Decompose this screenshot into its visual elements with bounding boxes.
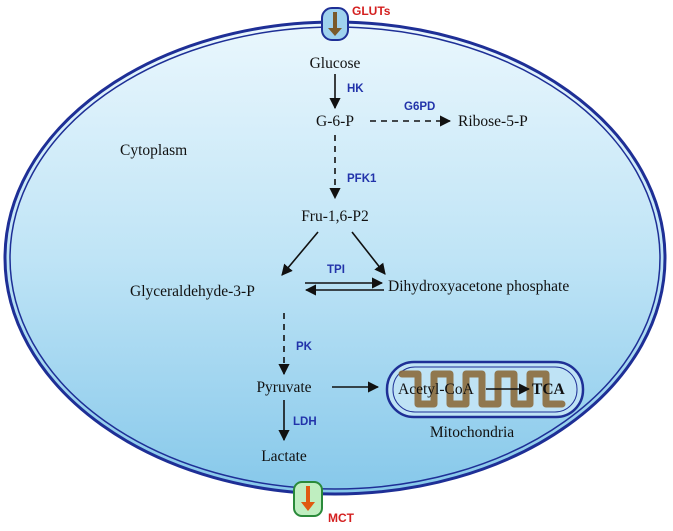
pk-enzyme-label: PK [296,341,313,353]
ribose5p-label: Ribose-5-P [458,113,528,130]
tpi-enzyme-label: TPI [327,264,345,276]
acetylcoa-label: Acetyl-CoA [398,381,475,398]
fru16p2-label: Fru-1,6-P2 [301,208,369,225]
arrow-fru16p2-dhap [351,231,386,275]
g6p-label: G-6-P [316,113,354,130]
ldh-enzyme-label: LDH [293,416,317,428]
mct-transporter: MCT [293,481,355,525]
glut-label: GLUTs [352,4,391,18]
mitochondrion: Acetyl-CoA TCA [385,360,585,419]
lactate-label: Lactate [261,448,307,465]
pfk1-enzyme-label: PFK1 [347,173,377,185]
dhap-label: Dihydroxyacetone phosphate [388,278,569,295]
mct-label: MCT [328,511,355,525]
pyruvate-label: Pyruvate [256,379,311,396]
mitochondria-label: Mitochondria [430,424,514,441]
cytoplasm-label: Cytoplasm [120,142,187,159]
cristae-icon [398,370,566,408]
mitochondrion-inner-membrane [392,366,578,413]
gap-label: Glyceraldehyde-3-P [130,283,255,300]
g6pd-enzyme-label: G6PD [404,101,435,113]
glut-transporter: GLUTs [321,4,391,41]
glucose-label: Glucose [310,55,361,72]
arrow-fru16p2-gap [281,231,319,276]
tca-label: TCA [532,381,566,398]
hk-enzyme-label: HK [347,83,364,95]
